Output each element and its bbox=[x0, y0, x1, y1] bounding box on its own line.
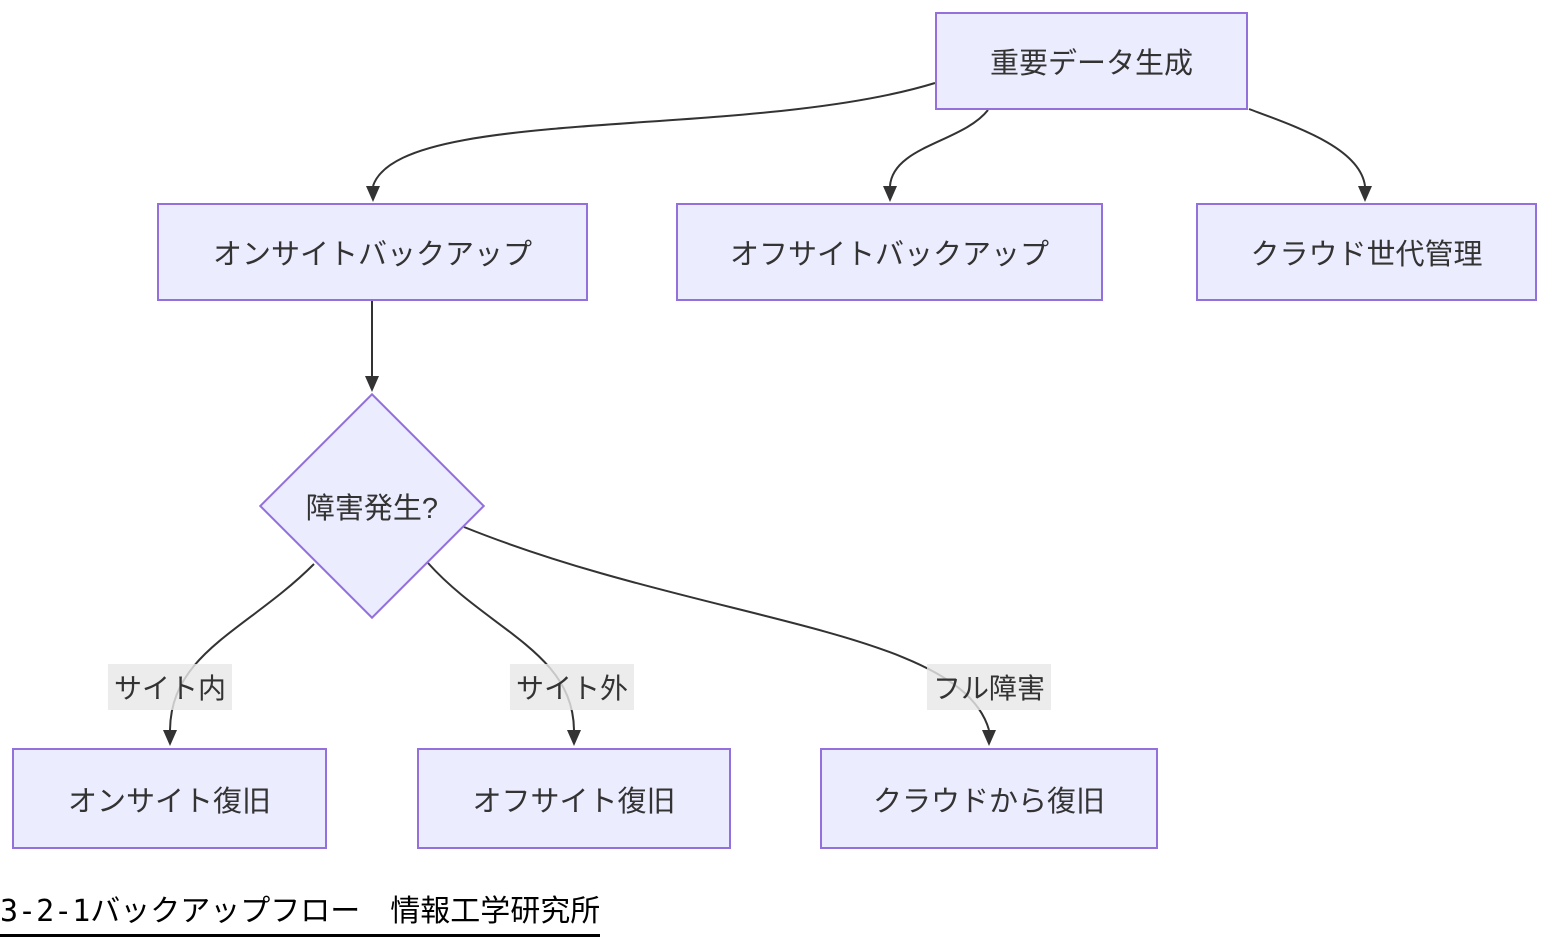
edge-source-to-offsite-backup bbox=[889, 109, 989, 187]
node-failure-check: 障害発生? bbox=[258, 392, 486, 620]
edge-label-full-failure: フル障害 bbox=[926, 664, 1052, 710]
node-data-source: 重要データ生成 bbox=[935, 12, 1248, 110]
node-offsite-restore: オフサイト復旧 bbox=[417, 748, 731, 849]
arrowhead-icon bbox=[1358, 186, 1372, 202]
arrowhead-icon bbox=[567, 730, 581, 746]
arrowhead-icon bbox=[982, 730, 996, 746]
node-cloud-gen-mgmt: クラウド世代管理 bbox=[1196, 203, 1537, 301]
edge-label-offsite: サイト外 bbox=[509, 664, 635, 710]
node-cloud-restore: クラウドから復旧 bbox=[820, 748, 1158, 849]
diagram-caption: 3-2-1バックアップフロー 情報工学研究所 bbox=[0, 886, 601, 937]
node-onsite-backup: オンサイトバックアップ bbox=[157, 203, 588, 301]
node-onsite-restore: オンサイト復旧 bbox=[12, 748, 327, 849]
node-failure-check-label: 障害発生? bbox=[305, 493, 439, 525]
arrowhead-icon bbox=[365, 376, 379, 392]
edge-source-to-onsite-backup bbox=[372, 82, 936, 187]
arrowhead-icon bbox=[163, 730, 177, 746]
node-offsite-backup: オフサイトバックアップ bbox=[676, 203, 1103, 301]
edge-source-to-cloud-gen-mgmt bbox=[1248, 108, 1366, 187]
edge-label-onsite: サイト内 bbox=[107, 664, 233, 710]
arrowhead-icon bbox=[366, 186, 380, 202]
arrowhead-icon bbox=[883, 186, 897, 202]
